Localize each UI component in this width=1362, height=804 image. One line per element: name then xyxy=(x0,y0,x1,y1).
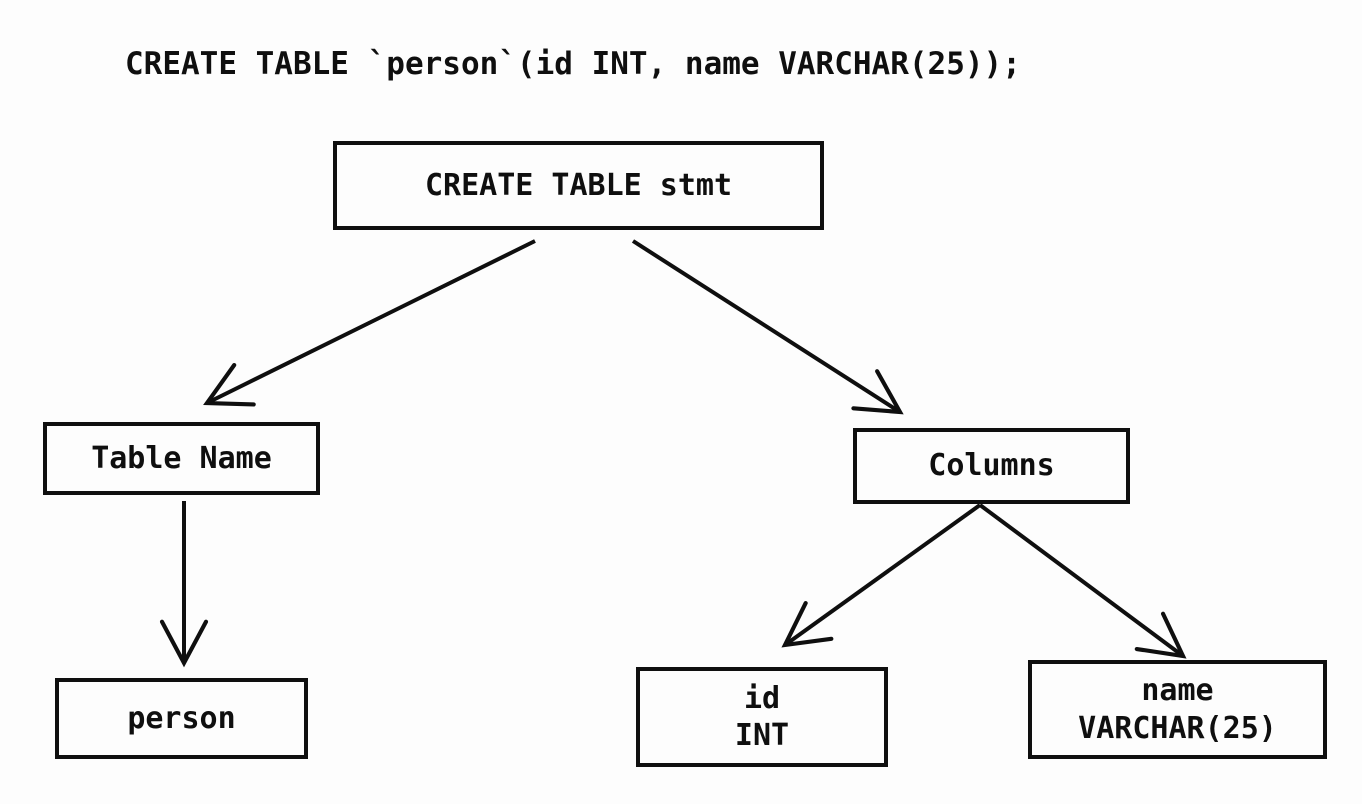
node-person: person xyxy=(55,678,308,759)
node-id-int-line2: INT xyxy=(734,718,790,753)
node-id-int-line1: id xyxy=(743,680,781,716)
node-table-name: Table Name xyxy=(43,422,320,495)
node-name-varchar-line1: name xyxy=(1141,673,1214,708)
node-name-varchar-line2: VARCHAR(25) xyxy=(1078,710,1277,746)
sql-statement-text: CREATE TABLE `person`(id INT, name VARCH… xyxy=(125,46,1021,82)
node-columns-label: Columns xyxy=(928,448,1055,484)
edge-columns-to-name xyxy=(978,503,1187,659)
edge-columns-to-id xyxy=(781,503,982,648)
node-name-varchar: name VARCHAR(25) xyxy=(1028,660,1327,759)
node-person-label: person xyxy=(127,700,236,736)
node-create-table-stmt: CREATE TABLE stmt xyxy=(333,141,824,230)
edge-root-to-table-name xyxy=(203,239,536,407)
node-table-name-label: Table Name xyxy=(91,440,272,476)
edge-root-to-columns xyxy=(631,239,904,415)
node-id-int: id INT xyxy=(636,667,888,767)
node-create-table-stmt-label: CREATE TABLE stmt xyxy=(424,167,733,203)
node-columns: Columns xyxy=(853,428,1130,504)
